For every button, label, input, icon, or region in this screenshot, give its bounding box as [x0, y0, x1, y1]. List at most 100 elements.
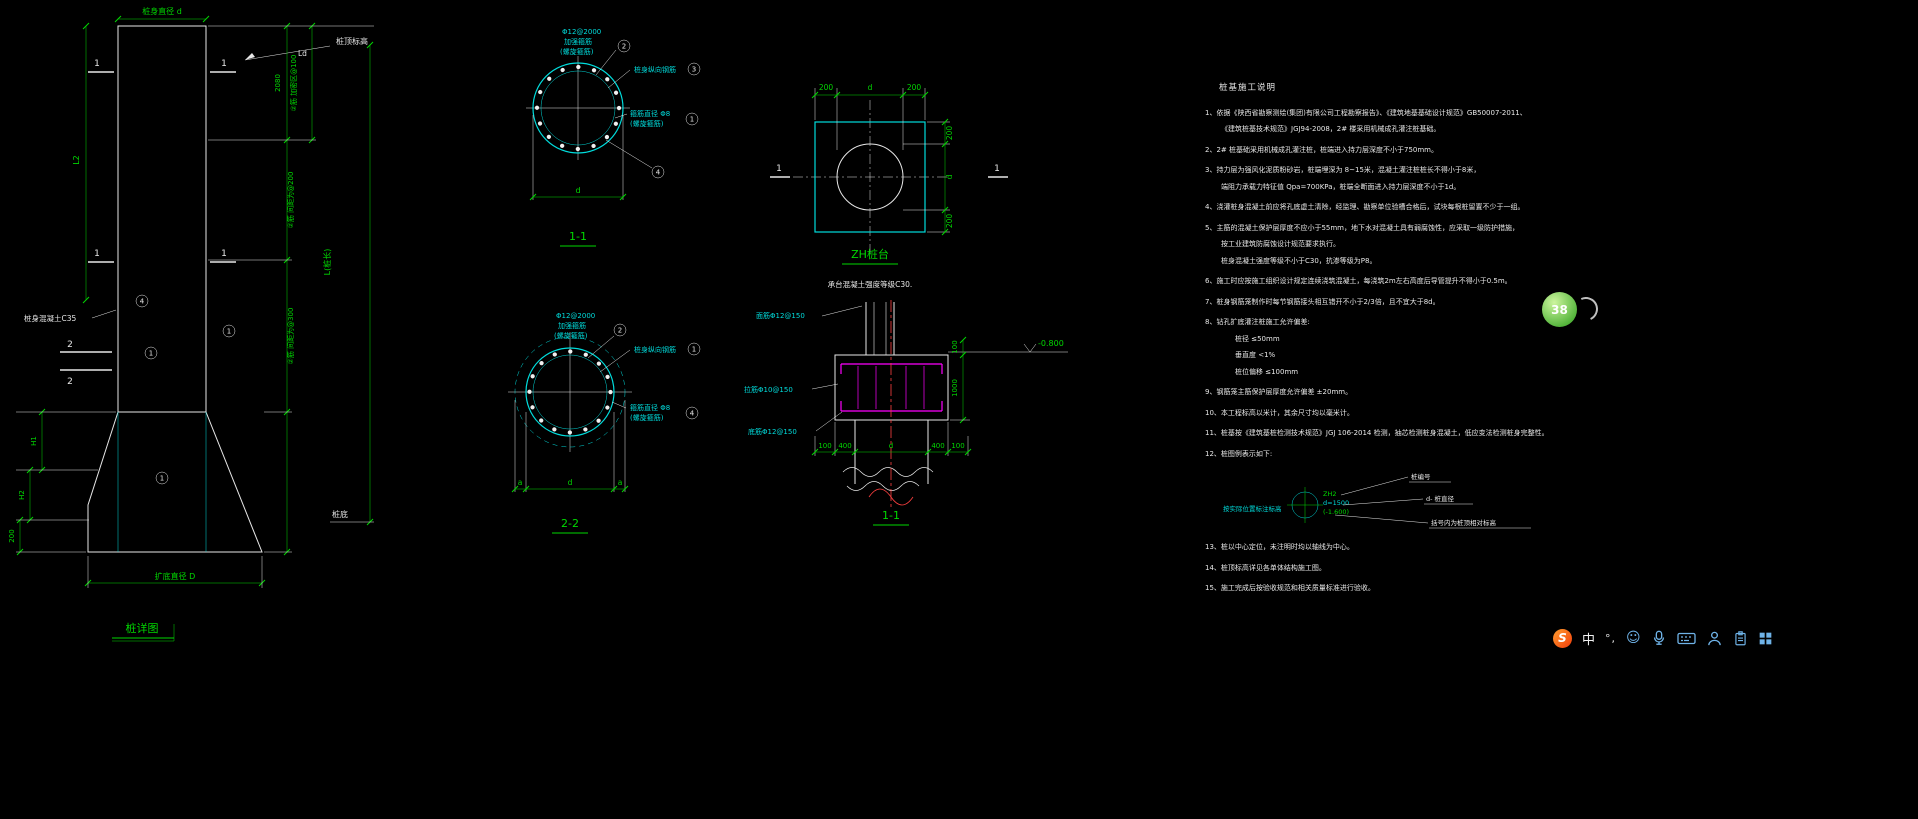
- s22-stirrup-dia-label2: (螺旋箍筋): [630, 413, 664, 422]
- s22-dim-ticks: [511, 485, 629, 493]
- cap-section-drawing: -0.800 面筋Φ12@150 拉筋Φ10@150 底筋Φ12@150 100…: [744, 300, 1068, 526]
- note-line: 桩身混凝土强度等级不小于C30，抗渗等级为P8。: [1221, 256, 1377, 265]
- pile-detail-drawing: 桩身直径 d 桩顶标高 Ld: [8, 6, 374, 642]
- s22-hoop-label-1: Φ12@2000: [556, 312, 595, 320]
- s22-stirrup-dia-label: 箍筋直径 Φ8: [630, 403, 670, 412]
- note-line: 1、依据《陕西省勘察测绘(集团)有限公司工程勘察报告》、《建筑地基基础设计规范》…: [1205, 108, 1527, 117]
- clipboard-icon[interactable]: [1733, 630, 1748, 647]
- bubble-4: 4: [656, 169, 661, 177]
- cut-2-top: 2: [67, 340, 73, 350]
- dim-spacing-300: ②筋 间距为@300: [286, 308, 295, 365]
- dim-spacing-200: ②筋 间距为@200: [286, 172, 295, 229]
- toolbox-icon[interactable]: [1758, 631, 1773, 646]
- section-2-2-drawing: Φ12@2000 加强箍筋 (螺旋箍筋) 2 桩身纵向钢筋 1 箍筋直径 Φ8 …: [508, 312, 701, 534]
- bubble-2: 2: [622, 43, 626, 51]
- sogou-logo-icon[interactable]: S: [1553, 628, 1572, 648]
- capsec-bdim-4: 400: [931, 442, 944, 450]
- legend-pile-mark: ZH2: [1323, 490, 1336, 498]
- language-mode-toggle[interactable]: 中: [1582, 632, 1596, 648]
- capsec-bdim-2: 400: [838, 442, 851, 450]
- cap-dim-top-2: d: [868, 83, 873, 92]
- bubble-4: 4: [690, 410, 695, 418]
- legend-pile-diameter: d=1500: [1323, 499, 1349, 507]
- capsec-bdim-5: 100: [951, 442, 964, 450]
- pile-top-dimension: 桩身直径 d: [114, 6, 210, 23]
- pile-shaft: [117, 25, 207, 413]
- pile-top-elevation-label: 桩顶标高: [336, 36, 368, 46]
- capsec-bdim-1: 100: [818, 442, 831, 450]
- s11-hoop-label-1: Φ12@2000: [562, 28, 601, 36]
- s22-main-rebar-label: 桩身纵向钢筋: [634, 345, 676, 354]
- s22-hoop-label-2: 加强箍筋: [558, 321, 586, 330]
- capsec-bdim-3: d: [889, 442, 893, 450]
- dim-200: 200: [8, 529, 16, 542]
- cap-dim-right-2: d: [945, 174, 954, 179]
- s11-main-rebar-label: 桩身纵向钢筋: [634, 65, 676, 74]
- dim-2080: 2080: [274, 74, 282, 92]
- bubble-4: 4: [140, 298, 145, 306]
- cap-section-outline: [834, 354, 949, 421]
- pile-right-dim-lines: [85, 26, 371, 552]
- keyboard-icon[interactable]: [1676, 631, 1696, 646]
- dim-dense-zone: ②筋 加密区@100: [289, 55, 298, 112]
- notification-badge[interactable]: 38: [1542, 292, 1577, 327]
- cap-plan-ext-top: [814, 88, 926, 150]
- section-cut-marks: 1 1 1 1 2 2: [60, 59, 236, 387]
- cap-outline: [814, 121, 926, 233]
- input-method-toolbar: S 中 °, ☺: [1553, 624, 1773, 652]
- bubble-2: 2: [618, 327, 622, 335]
- bubble-1: 1: [690, 116, 694, 124]
- emoji-icon[interactable]: ☺: [1626, 630, 1641, 646]
- capsec-bottom-ticks: [811, 448, 972, 456]
- note-line: 8、钻孔扩底灌注桩施工允许偏差:: [1205, 318, 1310, 326]
- bell-ext-lines: [16, 411, 116, 553]
- note-line: 按工业建筑防腐蚀设计规范要求执行。: [1221, 240, 1340, 248]
- pile-bell-base: [87, 411, 263, 553]
- pile-circle: [836, 143, 904, 211]
- bell-dim-ticks: [16, 408, 46, 556]
- s22-hoop-label-3: (螺旋箍筋): [554, 331, 588, 340]
- cap-dim-right-3: 200: [945, 214, 954, 229]
- note-line: 7、桩身钢筋笼制作时每节钢筋接头相互错开不小于2/3倍，且不宜大于8d。: [1205, 297, 1440, 306]
- elevation-value: -0.800: [1038, 339, 1064, 348]
- bubble-1c: 1: [160, 475, 164, 483]
- note-line: 垂直度 <1%: [1235, 351, 1276, 359]
- dim-total-length: L(桩长): [322, 249, 332, 276]
- cap-dim-right-1: 200: [945, 126, 954, 141]
- pile-bottom-label: 桩底: [332, 509, 348, 519]
- cut-1b-right: 1: [221, 249, 227, 259]
- cap-plan-drawing: 200 d 200 200 d 200 1 1 ZH桩台 承台混凝土强度等级C3…: [770, 83, 1008, 289]
- s11-dim-d: d: [575, 186, 580, 195]
- cap-cut-right: 1: [994, 164, 1000, 174]
- punctuation-toggle[interactable]: °,: [1605, 631, 1617, 645]
- note-line: 桩径 ≤50mm: [1235, 334, 1280, 343]
- pile-legend-diagram: ZH2 d=1500 (-1.600) 桩编号 d- 桩直径 括号内为桩顶相对标…: [1223, 465, 1541, 535]
- capsec-title: 1-1: [882, 509, 900, 522]
- cut-1-left: 1: [94, 59, 100, 69]
- s11-title: 1-1: [569, 230, 587, 243]
- base-diameter-dim: 扩底直径 D: [84, 556, 266, 588]
- bubble-1: 1: [692, 346, 696, 354]
- legend-pile-elevation: (-1.600): [1323, 508, 1349, 516]
- bell-outline-dashed: [514, 336, 626, 448]
- notes-title: 桩基施工说明: [1219, 83, 1277, 93]
- cap-plan-top-ticks: [811, 91, 929, 99]
- pile-diameter-label: 桩身直径 d: [142, 6, 182, 16]
- badge-count: 38: [1551, 302, 1568, 317]
- cut-1b-left: 1: [94, 249, 100, 259]
- legend-pile-number-label: 桩编号: [1411, 472, 1431, 481]
- note-line: 4、浇灌桩身混凝土前应将孔底虚土清除，经监理、勘察单位验槽合格后，试块每根桩留置…: [1205, 203, 1525, 211]
- dimension-ticks: [82, 22, 374, 556]
- note-line: 9、钢筋笼主筋保护层厚度允许偏差 ±20mm。: [1205, 388, 1353, 396]
- column-lines: [865, 302, 895, 355]
- cut-1-right: 1: [221, 59, 227, 69]
- handwriting-icon[interactable]: [1706, 630, 1723, 647]
- capsec-mid-rebar-label: 拉筋Φ10@150: [744, 385, 793, 394]
- capsec-dim-100: 100: [951, 340, 959, 353]
- s22-title: 2-2: [561, 517, 579, 530]
- note-line: 5、主筋的混凝土保护层厚度不应小于55mm，地下水对混凝土具有弱腐蚀性，应采取一…: [1205, 223, 1519, 232]
- voice-input-icon[interactable]: [1651, 629, 1667, 647]
- s11-hoop-label-3: (螺旋箍筋): [560, 47, 594, 56]
